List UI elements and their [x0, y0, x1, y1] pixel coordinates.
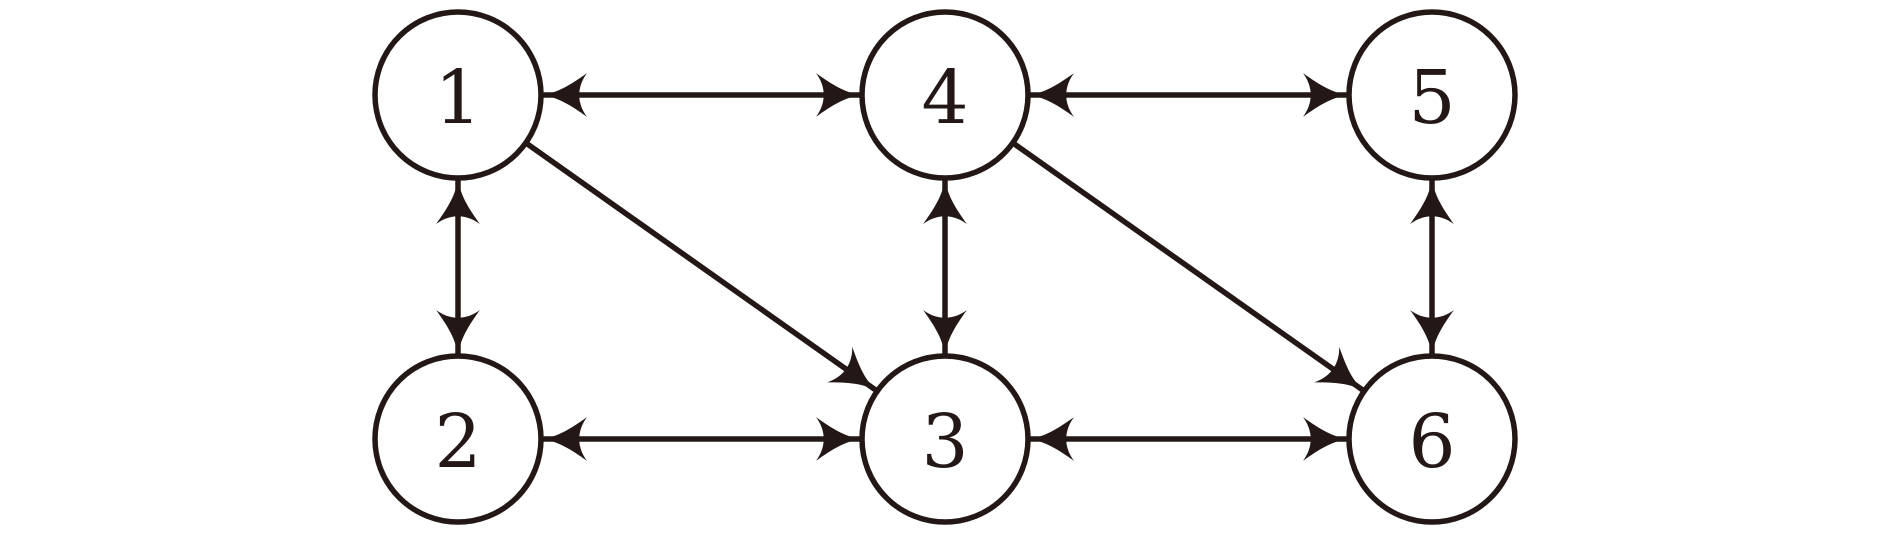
- node-2: 2: [372, 353, 544, 525]
- edge-4-6-directed: [1011, 140, 1366, 394]
- node-circle-2: [372, 353, 544, 525]
- node-circle-1: [372, 9, 544, 181]
- edges-layer: [436, 73, 1454, 461]
- node-4: 4: [859, 9, 1031, 181]
- node-label-6: 6: [1408, 399, 1455, 485]
- node-label-1: 1: [434, 55, 481, 141]
- node-3: 3: [859, 353, 1031, 525]
- node-1: 1: [372, 9, 544, 181]
- node-label-3: 3: [921, 399, 968, 485]
- node-label-2: 2: [434, 399, 481, 485]
- node-circle-4: [859, 9, 1031, 181]
- node-label-4: 4: [921, 55, 968, 141]
- node-6: 6: [1346, 353, 1518, 525]
- node-circle-6: [1346, 353, 1518, 525]
- edge-1-3-directed: [524, 140, 879, 394]
- node-circle-5: [1346, 9, 1518, 181]
- node-circle-3: [859, 353, 1031, 525]
- node-5: 5: [1346, 9, 1518, 181]
- node-label-5: 5: [1408, 55, 1455, 141]
- nodes-layer: 1 2 3 4 5 6: [372, 9, 1518, 525]
